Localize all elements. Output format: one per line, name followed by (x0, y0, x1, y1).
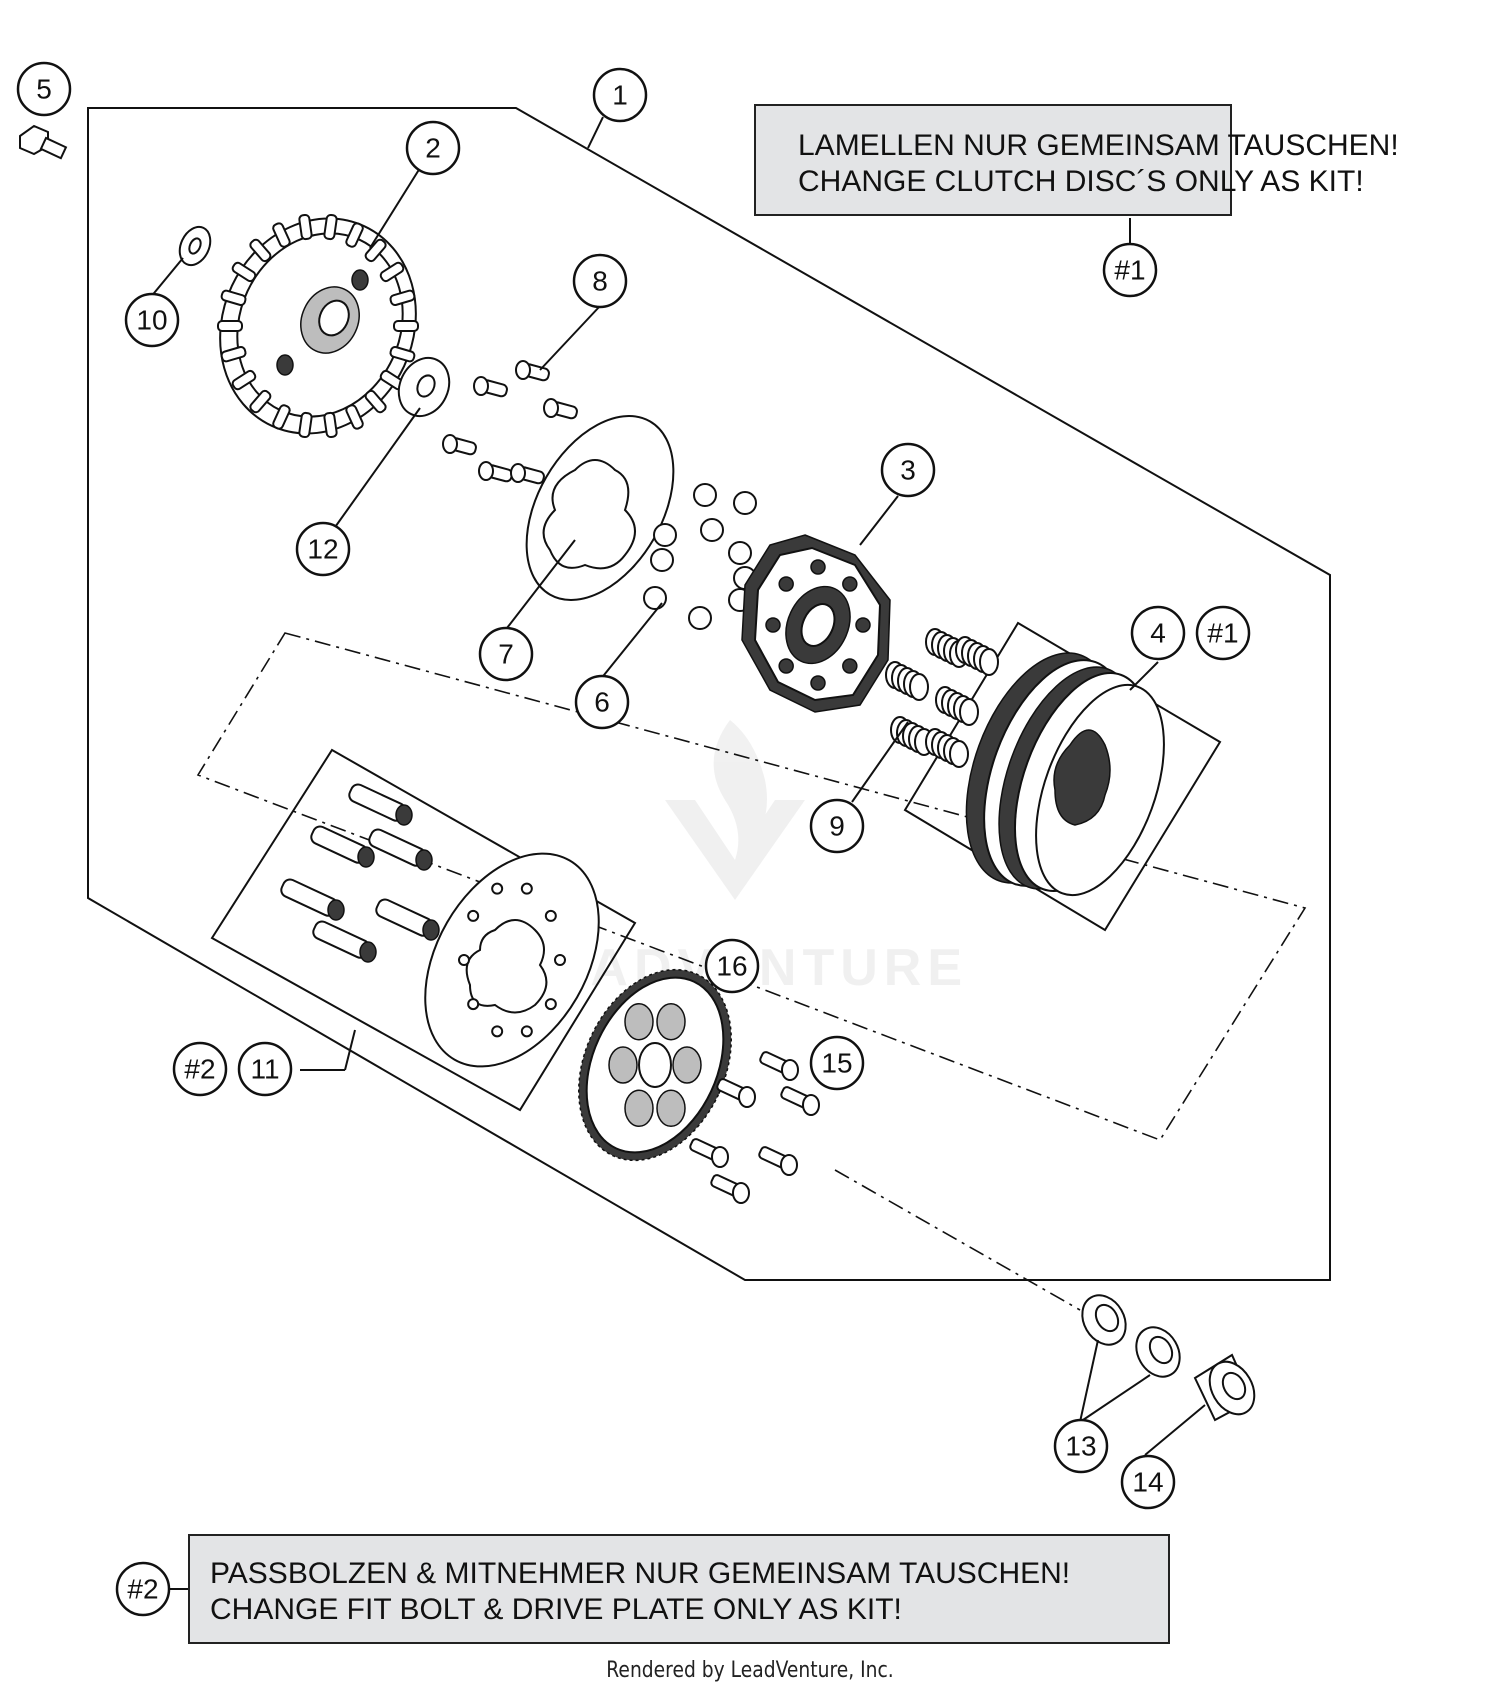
kit-note-2-line-de: PASSBOLZEN & MITNEHMER NUR GEMEINSAM TAU… (210, 1557, 1071, 1590)
callout-ref-2-a: #2 (172, 1041, 228, 1097)
callout-5: 5 (16, 61, 72, 117)
callout-4-label: 4 (1150, 618, 1166, 649)
callout-8-label: 8 (592, 266, 608, 297)
subframe-dashdot-large (196, 632, 1307, 1141)
dashline-bushings (834, 1169, 1081, 1311)
callout-16: 16 (704, 938, 760, 994)
callout-6-label: 6 (594, 687, 610, 718)
callout-ref-1-b: #1 (1195, 605, 1251, 661)
callout-14-label: 14 (1132, 1467, 1163, 1498)
part-5-bolt (19, 124, 68, 160)
part-2-clutch-basket (217, 213, 419, 439)
callout-ref-2-b: #2 (115, 1561, 171, 1617)
callout-1: 1 (592, 67, 648, 123)
kit-note-2-line-en: CHANGE FIT BOLT & DRIVE PLATE ONLY AS KI… (210, 1593, 902, 1626)
part-4-clutch-discs (965, 652, 1165, 897)
part-16-primary-gear (578, 968, 732, 1162)
callout-5-label: 5 (36, 74, 52, 105)
callout-9: 9 (809, 798, 865, 854)
callout-16-label: 16 (716, 951, 747, 982)
part-14-sleeve (1193, 1353, 1256, 1422)
kit-frame-1 (87, 107, 1331, 1281)
callout-10: 10 (124, 292, 180, 348)
callout-ref-1-a: #1 (1102, 242, 1158, 298)
watermark-v-icon (665, 800, 805, 900)
callout-2-label: 2 (425, 133, 441, 164)
callout-ref-2-a-label: #2 (184, 1054, 215, 1085)
kit-note-1-line-de: LAMELLEN NUR GEMEINSAM TAUSCHEN! (798, 129, 1399, 162)
callout-ref-1-a-label: #1 (1114, 255, 1145, 286)
part-15-screws (689, 1051, 820, 1204)
callout-8: 8 (572, 253, 628, 309)
callout-11: 11 (237, 1041, 293, 1097)
callout-ref-1-b-label: #1 (1207, 618, 1238, 649)
callout-6: 6 (574, 674, 630, 730)
kit-note-1-line-en: CHANGE CLUTCH DISC´S ONLY AS KIT! (798, 165, 1364, 198)
part-7-pressure-ring (525, 415, 675, 601)
part-6-balls (643, 483, 757, 630)
kit-note-2: PASSBOLZEN & MITNEHMER NUR GEMEINSAM TAU… (188, 1534, 1170, 1644)
callout-3: 3 (880, 442, 936, 498)
callout-15-label: 15 (821, 1048, 852, 1079)
footer-credit: Rendered by LeadVenture, Inc. (606, 1658, 894, 1683)
part-9-springs (885, 628, 999, 768)
callout-15: 15 (809, 1035, 865, 1091)
part-12-washer (397, 356, 451, 418)
callout-13: 13 (1053, 1418, 1109, 1474)
callout-ref-2-b-label: #2 (127, 1574, 158, 1605)
callout-10-label: 10 (136, 305, 167, 336)
callout-2: 2 (405, 120, 461, 176)
part-3-clutch-hub (741, 534, 891, 713)
callout-3-label: 3 (900, 455, 916, 486)
watermark-flame-icon (713, 720, 767, 860)
part-11-fit-bolts-drive-plate (280, 783, 600, 1068)
part-13-bushings (1081, 1294, 1181, 1378)
leader-lines (149, 116, 1206, 1590)
part-8-rivets (442, 360, 578, 485)
callout-12: 12 (295, 521, 351, 577)
callout-9-label: 9 (829, 811, 845, 842)
callout-7-label: 7 (498, 639, 514, 670)
callout-7: 7 (478, 626, 534, 682)
callout-14: 14 (1120, 1454, 1176, 1510)
callout-1-label: 1 (612, 80, 628, 111)
callout-4: 4 (1130, 605, 1186, 661)
callout-12-label: 12 (307, 534, 338, 565)
callout-11-label: 11 (250, 1054, 279, 1085)
callout-13-label: 13 (1065, 1431, 1096, 1462)
kit-note-1: LAMELLEN NUR GEMEINSAM TAUSCHEN! CHANGE … (754, 104, 1399, 216)
